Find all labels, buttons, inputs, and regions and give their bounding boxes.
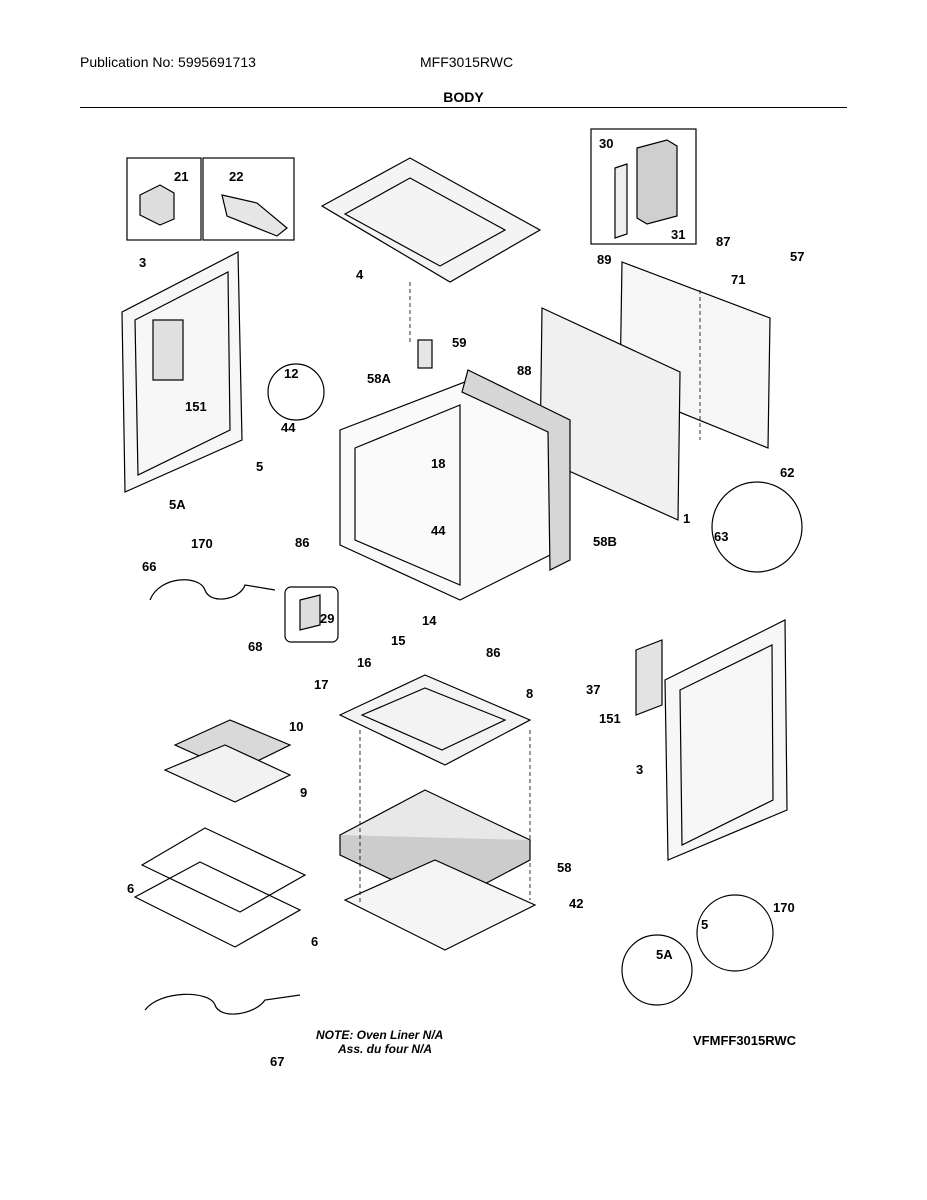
callout-3-right: 3 (636, 762, 643, 777)
callout-8: 8 (526, 686, 533, 701)
part-59-plug (417, 339, 433, 369)
part-67-broil-element (144, 993, 301, 1015)
callout-88: 88 (517, 363, 531, 378)
part-6-rack-upper (140, 827, 307, 913)
inset-box-22 (202, 157, 295, 241)
callout-170-left: 170 (191, 536, 213, 551)
callout-1: 1 (683, 511, 690, 526)
callout-31: 31 (671, 227, 685, 242)
callout-63: 63 (714, 529, 728, 544)
callout-68: 68 (248, 639, 262, 654)
part-42-pan (343, 859, 537, 951)
part-6-rack-lower (133, 861, 302, 948)
callout-67: 67 (270, 1054, 284, 1069)
publication-number: Publication No: 5995691713 (80, 54, 256, 70)
part-31-shape (614, 163, 628, 239)
callout-12: 12 (284, 366, 298, 381)
callout-58: 58 (557, 860, 571, 875)
callout-151-right: 151 (599, 711, 621, 726)
part-3-right-side-panel (664, 619, 788, 861)
part-58B-insulation (461, 369, 571, 571)
callout-42: 42 (569, 896, 583, 911)
callout-22: 22 (229, 169, 243, 184)
header-divider (80, 107, 847, 108)
callout-16: 16 (357, 655, 371, 670)
page-header: Publication No: 5995691713 MFF3015RWC (80, 54, 847, 76)
callout-151-left: 151 (185, 399, 207, 414)
callout-86-left: 86 (295, 535, 309, 550)
callout-3-left: 3 (139, 255, 146, 270)
callout-30: 30 (599, 136, 613, 151)
part-5-leveler-circle (696, 894, 774, 972)
callout-10: 10 (289, 719, 303, 734)
part-5A-leveler-circle (621, 934, 693, 1006)
callout-44-right: 44 (431, 523, 446, 538)
note-line-1: NOTE: Oven Liner N/A (316, 1028, 444, 1042)
callout-29: 29 (320, 611, 334, 626)
part-151-bracket (635, 639, 663, 716)
inset-box-30 (590, 128, 697, 245)
callout-6-lower: 6 (311, 934, 318, 949)
callout-17: 17 (314, 677, 328, 692)
callout-15: 15 (391, 633, 405, 648)
callout-6-upper: 6 (127, 881, 134, 896)
callout-62: 62 (780, 465, 794, 480)
part-22-shape (221, 194, 288, 237)
callout-170-right: 170 (773, 900, 795, 915)
part-12-plug-circle (267, 363, 325, 421)
callout-18: 18 (431, 456, 445, 471)
oven-liner-note: NOTE: Oven Liner N/A Ass. du four N/A (316, 1028, 443, 1056)
callout-87: 87 (716, 234, 730, 249)
callout-9: 9 (300, 785, 307, 800)
callout-5-right: 5 (701, 917, 708, 932)
callout-58A: 58A (367, 371, 391, 386)
callout-66: 66 (142, 559, 156, 574)
section-title: BODY (443, 89, 484, 105)
inset-box-21 (126, 157, 202, 241)
callout-44-left: 44 (281, 420, 296, 435)
part-9-broil-pan (163, 744, 292, 803)
callout-14: 14 (422, 613, 437, 628)
note-line-2: Ass. du four N/A (338, 1042, 433, 1056)
callout-89: 89 (597, 252, 611, 267)
model-number: MFF3015RWC (420, 54, 514, 70)
callout-86-right: 86 (486, 645, 500, 660)
callout-71: 71 (731, 272, 745, 287)
callout-57: 57 (790, 249, 804, 264)
callout-59: 59 (452, 335, 466, 350)
callout-5-left: 5 (256, 459, 263, 474)
part-8-bottom-tray (338, 674, 532, 766)
callout-5A-right: 5A (656, 947, 673, 962)
part-21-shape (139, 184, 175, 226)
part-66-bake-element (149, 579, 276, 601)
callout-58B: 58B (593, 534, 617, 549)
callout-37: 37 (586, 682, 600, 697)
part-62-terminal-circle (711, 481, 803, 573)
part-30-shape (636, 139, 678, 225)
part-4-top-panel (320, 157, 542, 283)
callout-21: 21 (174, 169, 188, 184)
callout-4: 4 (356, 267, 364, 282)
diagram-code: VFMFF3015RWC (693, 1033, 797, 1048)
callout-5A-left: 5A (169, 497, 186, 512)
